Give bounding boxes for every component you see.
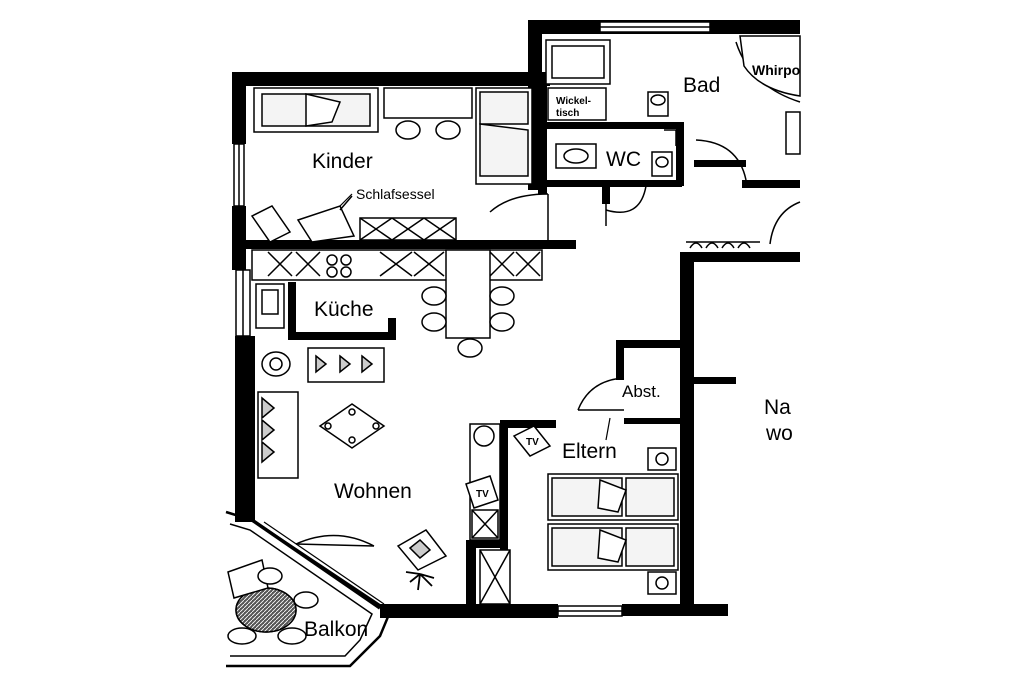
bad-furniture: [545, 35, 801, 177]
tv-wohnen: TV: [465, 475, 499, 509]
label-wickeltisch-2: tisch: [556, 108, 579, 119]
outer-walls: [232, 20, 800, 618]
eltern-furniture: [547, 447, 679, 595]
label-kinder: Kinder: [312, 150, 373, 173]
balcony: [225, 510, 392, 668]
label-wc: WC: [606, 148, 641, 171]
label-nachbar-2: wo: [765, 422, 793, 445]
room-labels: Kinder Schlafsessel Küche Wohnen Balkon …: [304, 62, 800, 641]
label-balkon: Balkon: [304, 618, 368, 641]
tv-wohnen-label: TV: [476, 489, 489, 500]
label-wohnen: Wohnen: [334, 480, 412, 503]
label-kueche: Küche: [314, 298, 374, 321]
balcony-table: [227, 559, 319, 645]
tv-eltern-label: TV: [526, 437, 539, 448]
label-schlafsessel: Schlafsessel: [356, 186, 435, 202]
interior-walls: [246, 86, 746, 610]
label-abst: Abst.: [622, 382, 661, 401]
hall-railing: [686, 241, 760, 249]
leader-lines: [339, 193, 611, 441]
label-whirlpool: Whirpo: [752, 62, 800, 78]
label-bad: Bad: [683, 74, 720, 97]
kueche-furniture: [251, 249, 543, 358]
tv-eltern: TV: [512, 425, 552, 457]
label-nachbar-1: Na: [764, 396, 791, 419]
windows: [233, 21, 711, 617]
label-wickeltisch-1: Wickel-: [556, 96, 591, 107]
label-eltern: Eltern: [562, 440, 617, 463]
kinder-furniture: [250, 87, 533, 243]
